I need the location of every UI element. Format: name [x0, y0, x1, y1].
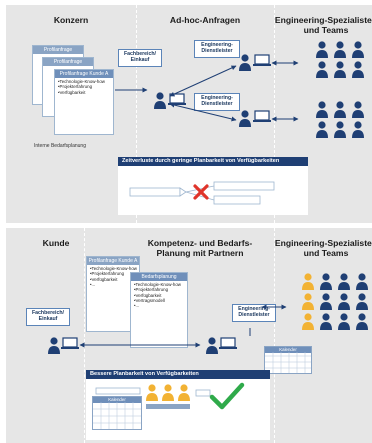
card-item: Vertragsmodell — [134, 298, 185, 303]
column-divider — [136, 5, 137, 223]
request-card-front: Profilanfrage Kunde A Technologie-Know-h… — [54, 69, 114, 135]
customer-person-icon — [48, 337, 80, 354]
specialists-team-icon — [316, 41, 364, 78]
card-item: Technologie-Know-how — [90, 266, 137, 271]
planned-flow — [95, 387, 211, 397]
column-title-adhoc: Ad-hoc-Anfragen — [169, 15, 241, 25]
provider-person-icon — [239, 54, 272, 71]
column-title-specialists: Engineering-Spezialisten und Teams — [274, 15, 372, 35]
provider-label-1: Engineering-Dienstleister — [194, 40, 240, 58]
card-item: Projekterfahrung — [90, 271, 137, 276]
provider-calendar: Kalender — [264, 346, 312, 374]
card-item: Verfügbarkeit — [58, 90, 111, 95]
column-title-planning: Kompetenz- und Bedarfs-Planung mit Partn… — [147, 238, 253, 258]
column-title-kunde: Kunde — [42, 238, 70, 248]
planned-team-icon — [146, 384, 190, 409]
red-x-icon — [193, 184, 209, 200]
card-item: Verfügbarkeit — [90, 277, 137, 282]
card-item: Projekterfahrung — [134, 287, 185, 292]
card-items: Technologie-Know-how Projekterfahrung Ve… — [55, 78, 113, 95]
column-title-specialists: Engineering-Spezialisten und Teams — [274, 238, 372, 258]
card-item: Projekterfahrung — [58, 84, 111, 89]
column-divider — [274, 228, 275, 443]
card-item: Technologie-Know-how — [58, 79, 111, 84]
column-title-konzern: Konzern — [53, 15, 89, 25]
specialists-team-icon — [316, 101, 364, 138]
card-title: Profilanfrage — [43, 58, 93, 66]
calendar-grid — [265, 352, 311, 373]
card-item: Technologie-Know-how — [134, 282, 185, 287]
arrow-line — [169, 102, 237, 122]
card-item: ... — [134, 303, 185, 308]
calendar-title: Kalender — [265, 347, 311, 353]
calendar-title: Kalender — [93, 397, 141, 403]
card-title: Bedarfsplanung — [131, 273, 187, 281]
provider-person-icon — [239, 110, 272, 127]
card-title: Profilanfrage Kunde A — [87, 257, 139, 265]
arrow-line — [169, 65, 237, 97]
card-item: ... — [90, 282, 137, 287]
time-loss-flow — [129, 181, 275, 205]
green-check-icon — [209, 382, 245, 410]
demand-planning-card: Bedarfsplanung Technologie-Know-how Proj… — [130, 272, 188, 348]
department-label: Fachbereich/ Einkauf — [26, 308, 70, 326]
partner-person-icon — [206, 337, 238, 354]
panel-current-state: Konzern Ad-hoc-Anfragen Engineering-Spez… — [6, 5, 372, 223]
card-item: Verfügbarkeit — [134, 293, 185, 298]
card-items: Technologie-Know-how Projekterfahrung Ve… — [131, 281, 187, 308]
column-divider — [274, 5, 275, 223]
column-divider — [84, 228, 85, 443]
calendar-grid — [93, 402, 141, 429]
card-title: Profilanfrage — [33, 46, 83, 54]
department-label: Fachbereich/ Einkauf — [118, 49, 162, 67]
specialists-team-icon — [302, 273, 368, 330]
card-items: Technologie-Know-how Projekterfahrung Ve… — [87, 265, 139, 287]
banner-title: Bessere Planbarkeit von Verfügbarkeiten — [86, 370, 270, 379]
internal-planning-caption: Interne Bedarfsplanung — [34, 143, 86, 149]
card-title: Profilanfrage Kunde A — [55, 70, 113, 78]
banner-title: Zeitverluste durch geringe Planbarkeit v… — [118, 157, 308, 166]
